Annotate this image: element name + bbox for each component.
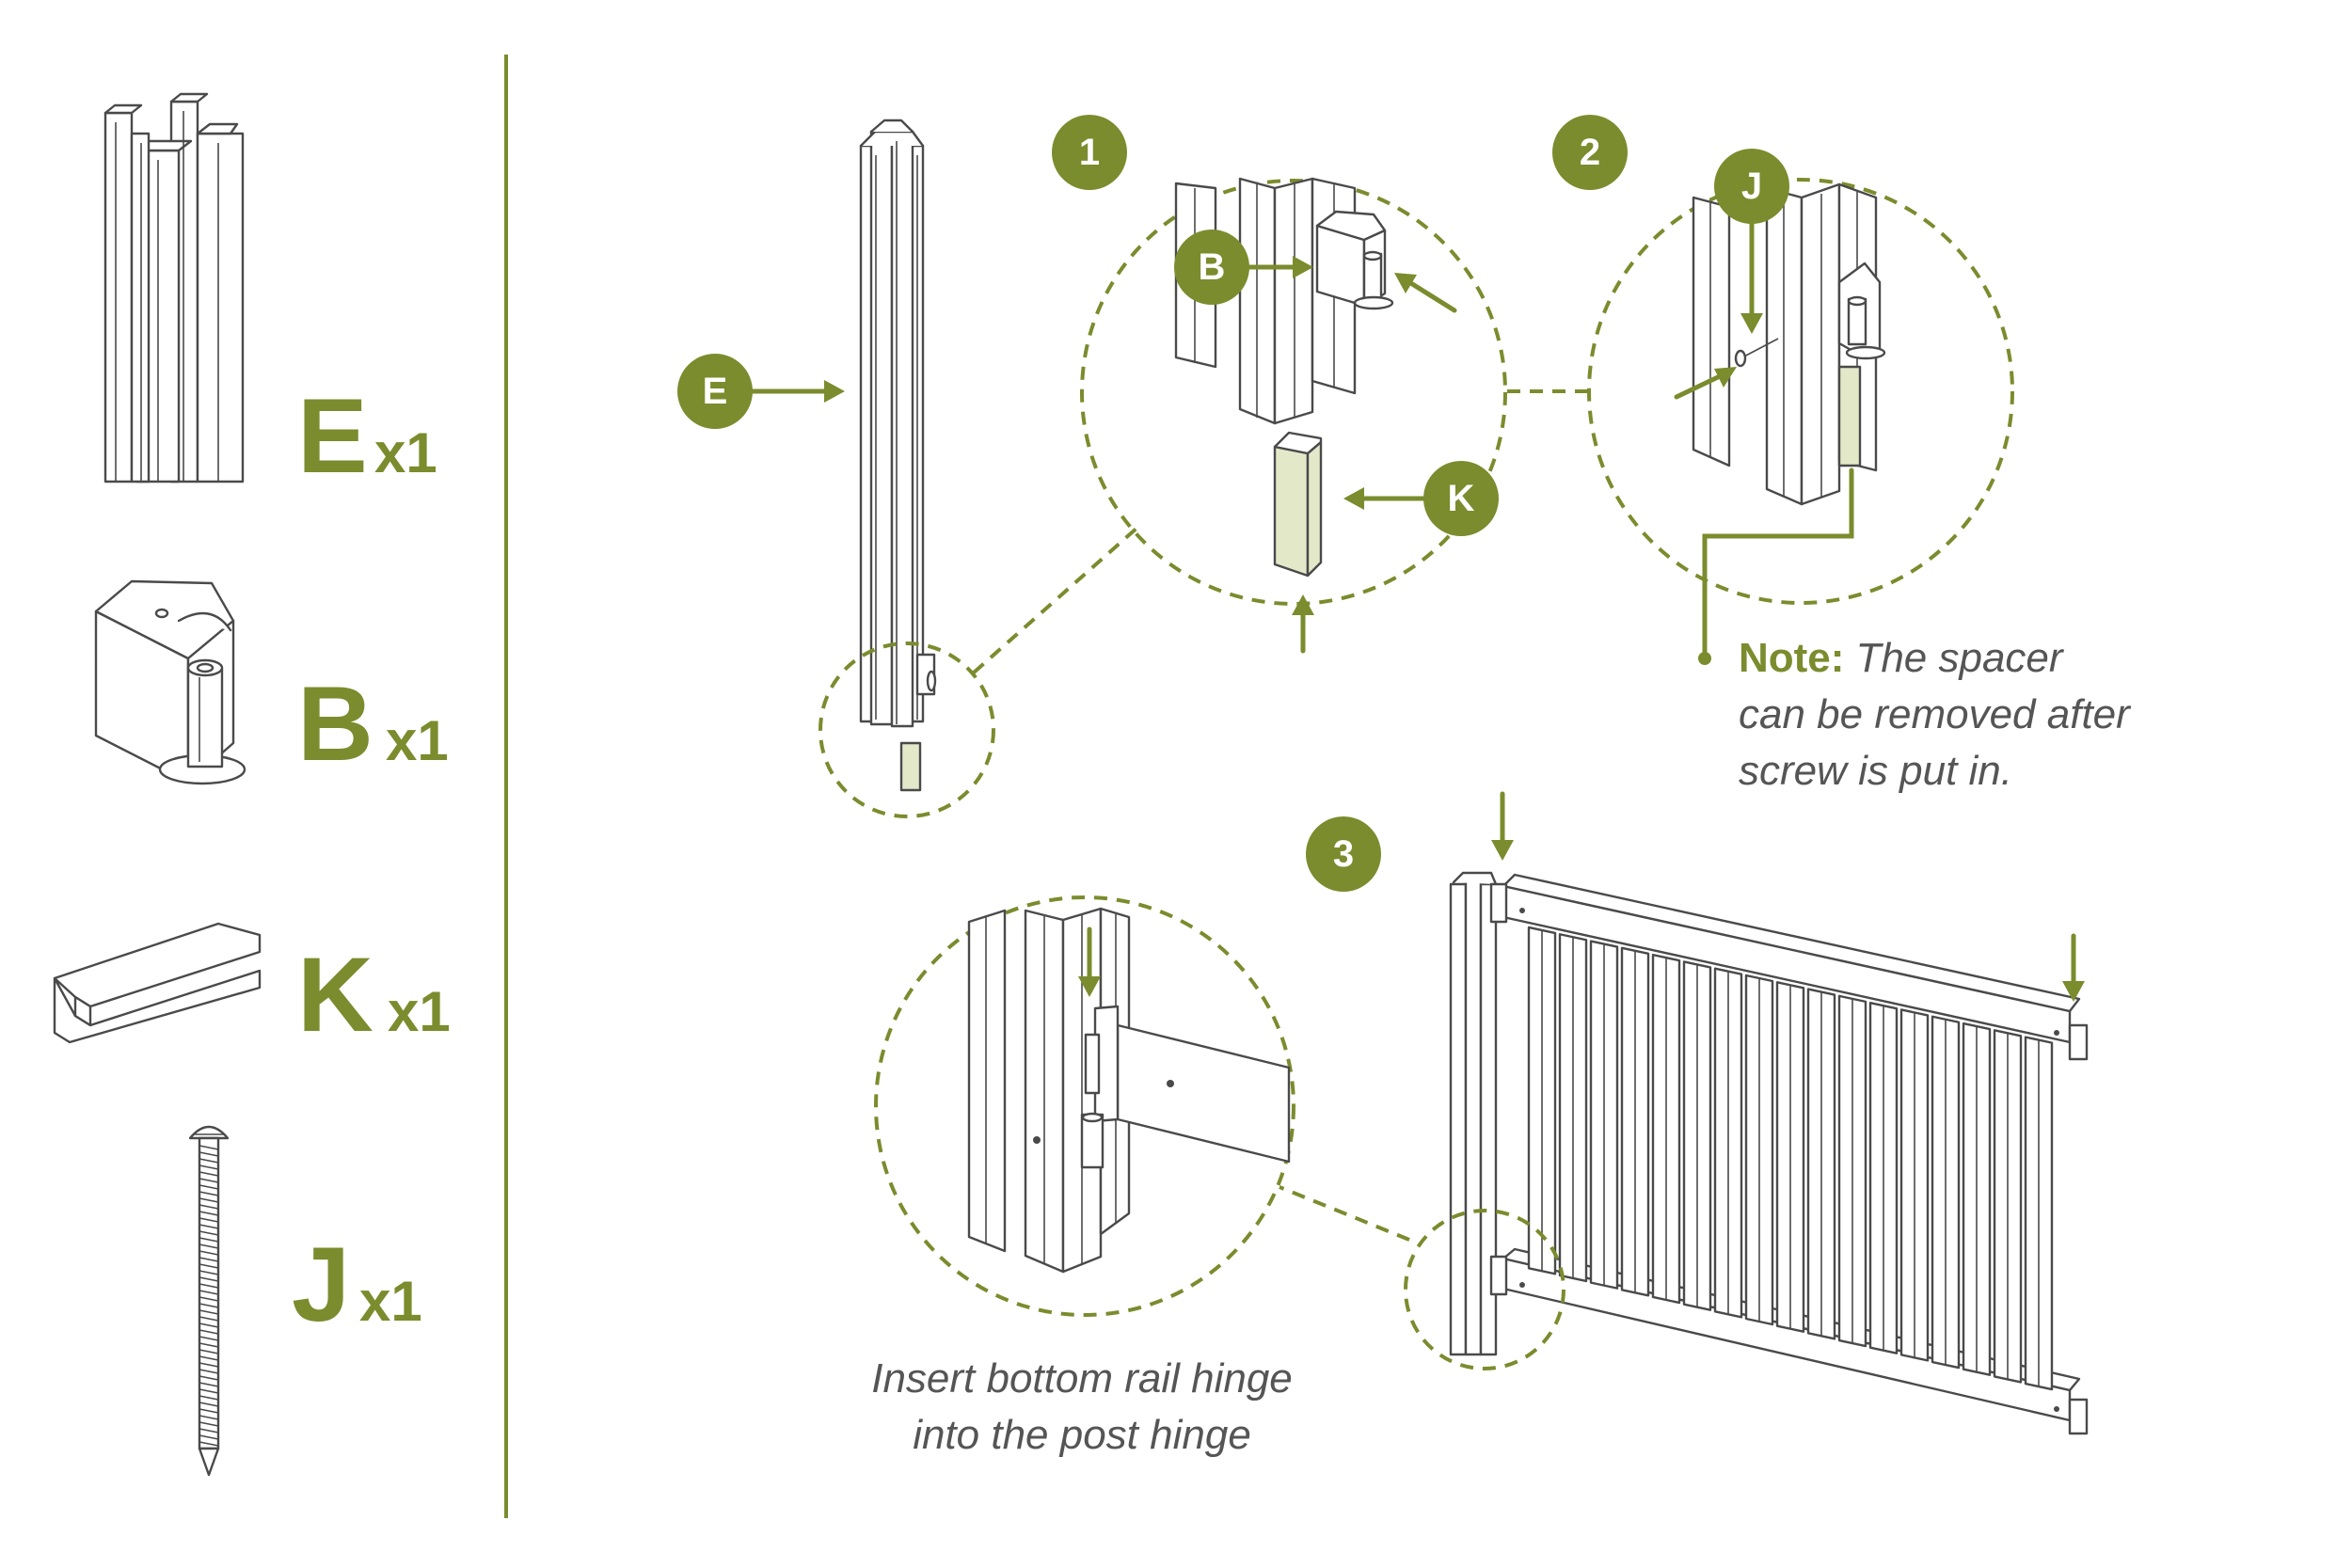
- note-heading: Note:: [1739, 635, 1844, 681]
- step-1-number: 1: [1079, 132, 1100, 173]
- step-2: 2 J: [1507, 115, 2132, 794]
- callout-k-label: K: [1448, 478, 1475, 519]
- callout-k-badge: [1423, 461, 1499, 536]
- callout-b-badge: [1174, 230, 1249, 305]
- part-b-qty: x1: [386, 709, 449, 772]
- note: Note:The spacer: [1739, 635, 2065, 681]
- note-line-2: can be removed after: [1739, 691, 2132, 737]
- part-k-spacer-illustration: [53, 922, 262, 1044]
- step-3-leader: [1279, 1185, 1410, 1242]
- callout-e-label: E: [703, 371, 728, 412]
- caption-line-2: into the post hinge: [913, 1412, 1251, 1458]
- note-line-3: screw is put in.: [1739, 748, 2012, 794]
- part-k-letter: K: [297, 936, 373, 1053]
- step-1: E 1 B: [677, 115, 1507, 818]
- part-b-bracket-illustration: [94, 579, 246, 785]
- part-b-letter: B: [297, 665, 373, 783]
- gate-illustration: [1449, 871, 2089, 1435]
- part-j-letter: J: [292, 1226, 350, 1343]
- part-j-screw-illustration: [188, 1125, 230, 1477]
- note-line-1: The spacer: [1855, 635, 2064, 681]
- post-e-illustration: [859, 119, 937, 792]
- part-e-qty: x1: [374, 421, 437, 484]
- callout-b-label: B: [1199, 246, 1226, 288]
- step-3-detail-ring-small: [1404, 1209, 1565, 1370]
- step-1-detail-ring-small: [818, 641, 995, 818]
- part-k-qty: x1: [388, 980, 451, 1043]
- step-1-badge: [1052, 115, 1127, 190]
- callout-j-badge: [1714, 149, 1789, 224]
- step-3-detail-illustration: [967, 907, 1291, 1274]
- step-2-detail-ring: [1587, 178, 2014, 605]
- callout-e-badge: [677, 354, 753, 429]
- caption-line-1: Insert bottom rail hinge: [871, 1355, 1293, 1402]
- step-2-badge: [1552, 115, 1628, 190]
- step-2-number: 2: [1580, 132, 1600, 173]
- step-3-detail-ring: [874, 895, 1295, 1317]
- part-j-qty: x1: [359, 1270, 422, 1333]
- step-1-leader: [972, 525, 1140, 674]
- parts-list: E x1 B x1 K x1: [53, 92, 451, 1477]
- part-e-letter: E: [297, 377, 368, 495]
- part-e-post-illustration: [103, 92, 245, 483]
- callout-j-label: J: [1741, 166, 1762, 207]
- step-3-number: 3: [1333, 833, 1354, 875]
- step-3: 3: [871, 791, 2089, 1458]
- step-2-detail-illustration: [1692, 182, 1886, 506]
- step-1-detail-ring: [1080, 179, 1507, 606]
- step-3-badge: [1306, 816, 1381, 892]
